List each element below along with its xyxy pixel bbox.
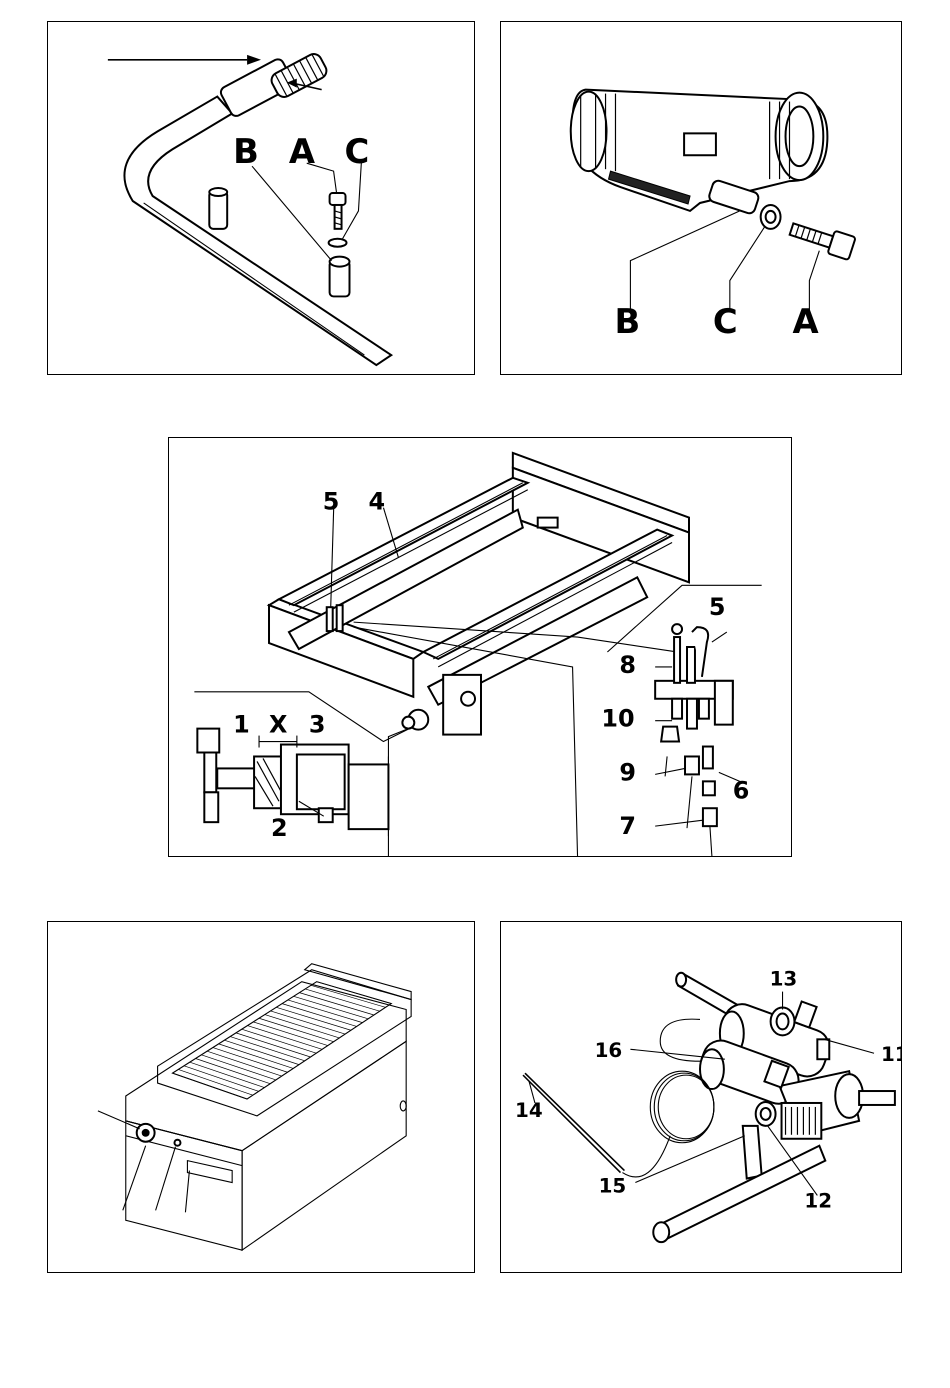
- griddle-plate: [173, 982, 392, 1099]
- nozzle-inset: [197, 729, 388, 836]
- label-3: 3: [309, 711, 326, 739]
- griddle-groove: [317, 982, 392, 1004]
- screw: [788, 218, 856, 260]
- griddle-groove: [201, 1055, 276, 1080]
- thermostat-bulb: [523, 1075, 620, 1172]
- gas-valve-drawing: 13 11 16 14 15 12: [501, 922, 901, 1272]
- panel-pipe-nozzle: B A C: [47, 21, 475, 375]
- label-12: 12: [804, 1189, 832, 1212]
- griddle-groove: [294, 996, 369, 1019]
- griddle-groove: [196, 1059, 271, 1084]
- label-c: C: [713, 302, 738, 341]
- label-9: 9: [619, 758, 636, 786]
- panel-gas-valve: 13 11 16 14 15 12: [500, 921, 902, 1273]
- t-fitting: [571, 90, 828, 211]
- griddle-groove: [173, 1073, 248, 1099]
- pipe-nozzle-drawing: B A C: [48, 22, 474, 374]
- valve-spindle: [859, 1091, 895, 1105]
- griddle-groove: [207, 1051, 282, 1076]
- griddle-drawing: [48, 922, 474, 1272]
- burner-supply-pipe: [658, 1146, 825, 1240]
- griddle-groove: [276, 1007, 351, 1030]
- outlet-pipe: [743, 1126, 762, 1179]
- screw-head: [330, 193, 346, 205]
- label-5-top: 5: [323, 488, 340, 516]
- label-4: 4: [369, 488, 386, 516]
- washer: [329, 239, 347, 247]
- label-7: 7: [619, 812, 636, 840]
- griddle-unit: [98, 964, 411, 1250]
- panel-t-fitting: B C A: [500, 21, 902, 375]
- label-b: B: [614, 302, 640, 341]
- center-clip: [538, 518, 558, 528]
- griddle-groove: [178, 1069, 253, 1095]
- capillary-coil: [650, 1019, 714, 1143]
- top-boss: [684, 133, 716, 155]
- label-16: 16: [595, 1039, 623, 1062]
- label-1: 1: [233, 711, 250, 739]
- label-a: A: [792, 302, 818, 341]
- label-b: B: [233, 132, 259, 171]
- t-fitting-drawing: B C A: [501, 22, 901, 374]
- label-15: 15: [599, 1174, 627, 1197]
- label-8: 8: [619, 651, 636, 679]
- griddle-groove: [299, 993, 374, 1015]
- label-14: 14: [515, 1099, 543, 1122]
- pilot-indicator: [174, 1140, 180, 1146]
- griddle-groove: [282, 1004, 357, 1027]
- drip-tray-handle: [187, 1161, 232, 1183]
- pilot-electrode: [327, 607, 333, 631]
- label-a: A: [289, 132, 315, 171]
- label-10: 10: [601, 705, 634, 733]
- label-13: 13: [770, 968, 798, 991]
- label-2: 2: [271, 814, 288, 842]
- griddle-groove: [288, 1000, 363, 1023]
- label-5-right: 5: [709, 593, 726, 621]
- panel-burner-assembly: 5 4 5 8 10 9 6 7 1 X 3 2: [168, 437, 792, 857]
- panel-griddle-appliance: [47, 921, 475, 1273]
- burner-assembly-drawing: 5 4 5 8 10 9 6 7 1 X 3 2: [169, 438, 791, 856]
- griddle-groove: [184, 1066, 259, 1092]
- label-6: 6: [733, 776, 750, 804]
- label-x: X: [269, 711, 287, 739]
- label-c: C: [345, 132, 370, 171]
- griddle-groove: [190, 1062, 265, 1087]
- label-11: 11: [881, 1043, 901, 1066]
